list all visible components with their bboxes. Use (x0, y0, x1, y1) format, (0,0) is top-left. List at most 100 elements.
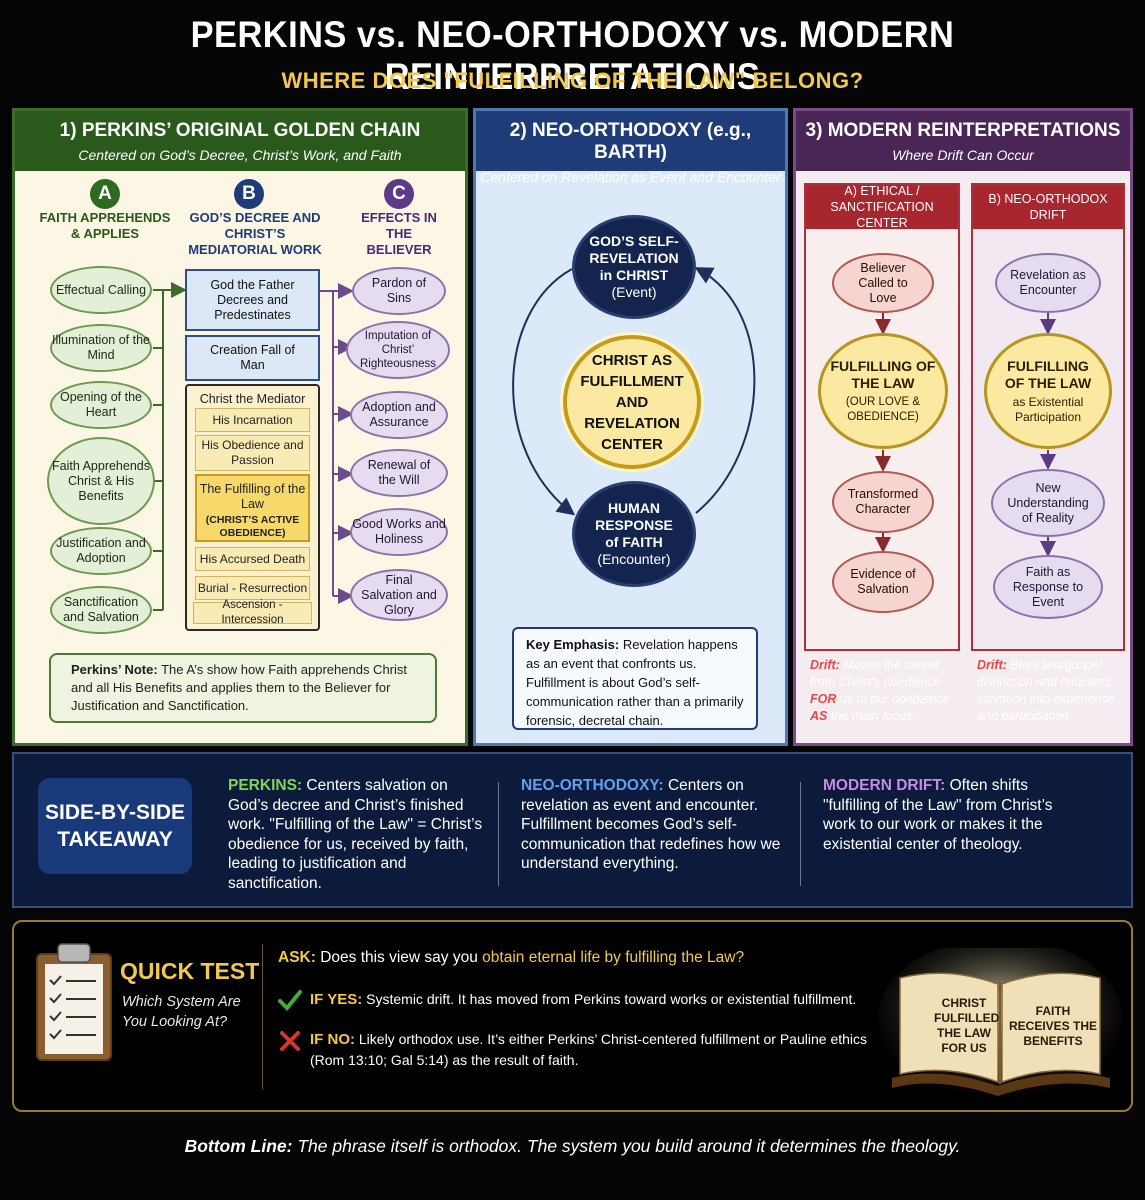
ask-lead: ASK: (278, 949, 316, 966)
bottom-line-text: The phrase itself is orthodox. The syste… (292, 1136, 961, 1156)
effect-item: Adoption and Assurance (350, 391, 448, 439)
neo-drift-fulfilling-sub: as Existential Participation (1012, 394, 1084, 424)
neo-drift-arrows (1040, 313, 1056, 557)
faith-step: Justification and Adoption (50, 527, 152, 575)
mediator-item: His Incarnation (195, 408, 310, 432)
book-left-text: CHRIST FULFILLED THE LAW FOR US (934, 996, 1000, 1055)
modern-title: 3) MODERN REINTERPRETATIONS (805, 120, 1121, 141)
self-revelation-sub: (Event) (611, 284, 657, 300)
perkins-header: 1) PERKINS’ ORIGINAL GOLDEN CHAIN Center… (15, 111, 465, 171)
key-emphasis-box: Key Emphasis: Revelation happens as an e… (512, 627, 758, 730)
ask-line: ASK: Does this view say you obtain etern… (278, 949, 918, 967)
perkins-connectors (153, 282, 354, 611)
takeaway-perkins: PERKINS: Centers salvation on God’s decr… (228, 776, 490, 893)
letter-b-badge: B (234, 179, 264, 209)
perkins-subtitle: Centered on God’s Decree, Christ’s Work,… (78, 147, 402, 163)
modern-header: 3) MODERN REINTERPRETATIONS Where Drift … (796, 111, 1130, 171)
effect-item: Final Salvation and Glory (350, 569, 448, 621)
ask-text: Does this view say you (315, 949, 483, 966)
drift-text: Blurs law/gospel distinction and relocat… (977, 658, 1115, 723)
ethical-step: Evidence of Salvation (832, 551, 934, 613)
mediator-title: Christ the Mediator (199, 392, 306, 406)
faith-step: Faith Apprehends Christ & His Benefits (47, 437, 155, 525)
human-response-circle: HUMAN RESPONSE of FAITH (Encounter) (572, 481, 696, 587)
modern-panel: 3) MODERN REINTERPRETATIONS Where Drift … (793, 108, 1133, 746)
perkins-note: Perkins’ Note: The A’s show how Faith ap… (49, 653, 437, 723)
drift-text: the main focus. (827, 709, 916, 723)
fulfilling-title: The Fulfilling of the Law (199, 482, 306, 511)
drift-as: AS (810, 709, 828, 723)
faith-step: Opening of the Heart (50, 381, 152, 429)
cross-icon (280, 1031, 300, 1051)
page-title: PERKINS vs. NEO-ORTHODOXY vs. MODERN REI… (190, 14, 955, 97)
clipboard-icon (36, 943, 112, 1061)
neo-drift-step: Revelation as Encounter (995, 253, 1101, 313)
key-emphasis-text: Revelation happens as an event that conf… (526, 637, 744, 728)
ethical-center-heading: A) ETHICAL / SANCTIFICATION CENTER (806, 184, 958, 230)
quick-test-title: QUICK TEST (120, 958, 260, 984)
human-response-sub: (Encounter) (597, 551, 671, 567)
divider (262, 944, 263, 1089)
key-emphasis-lead: Key Emphasis: (526, 637, 620, 652)
neo-orthodoxy-panel: 2) NEO-ORTHODOXY (e.g., BARTH) Centered … (473, 108, 788, 746)
neo-drift-fulfilling-circle: FULFILLING OF THE LAW as Existential Par… (984, 333, 1112, 449)
if-no-lead: IF NO: (310, 1031, 355, 1048)
letter-a-badge: A (90, 179, 120, 209)
takeaway-modern: MODERN DRIFT: Often shifts "fulfilling o… (823, 776, 1073, 854)
decree-box: God the Father Decrees and Predestinates (185, 269, 320, 331)
takeaway-neo-text: Centers on revelation as event and encou… (521, 777, 781, 872)
mediator-item: His Obedience and Passion (195, 435, 310, 471)
letter-c-badge: C (384, 179, 414, 209)
if-no-text: Likely orthodox use. It’s either Perkins… (310, 1031, 868, 1068)
page-subtitle: WHERE DOES "FULFILLING OF THE LAW" BELON… (281, 68, 864, 93)
takeaway-neo-lead: NEO-ORTHODOXY: (521, 777, 664, 794)
neo-drift-subpanel: B) NEO-ORTHODOX DRIFT Revelation as Enco… (971, 183, 1125, 651)
ethical-arrows (875, 313, 891, 553)
if-yes-line: IF YES: Systemic drift. It has moved fro… (310, 991, 910, 1008)
takeaway-perkins-lead: PERKINS: (228, 777, 303, 794)
if-yes-text: Systemic drift. It has moved from Perkin… (362, 991, 857, 1007)
takeaway-perkins-text: Centers salvation on God’s decree and Ch… (228, 777, 483, 892)
human-response-label: HUMAN RESPONSE of FAITH (595, 500, 673, 550)
perkins-title: 1) PERKINS’ ORIGINAL GOLDEN CHAIN (59, 120, 421, 141)
col-b-heading: GOD’S DECREE AND CHRIST’S MEDIATORIAL WO… (188, 210, 322, 257)
mediator-item: Ascension - Intercession (193, 599, 312, 626)
neo-subtitle: Centered on Revelation as Event and Enco… (480, 169, 781, 185)
open-book-icon: CHRIST FULFILLED THE LAW FOR US FAITH RE… (878, 948, 1122, 1100)
neo-header: 2) NEO-ORTHODOXY (e.g., BARTH) Centered … (476, 111, 785, 185)
quick-test-section: QUICK TEST Which System Are You Looking … (12, 920, 1133, 1112)
ask-highlight: obtain eternal life by fulfilling the La… (482, 949, 745, 966)
neo-drift-fulfilling-title: FULFILLING OF THE LAW (1004, 357, 1092, 391)
if-no-line: IF NO: Likely orthodox use. It’s either … (310, 1029, 900, 1070)
fulfilling-law-box: The Fulfilling of the Law (CHRIST’S ACTI… (195, 474, 310, 542)
divider (498, 782, 499, 886)
perkins-note-lead: Perkins’ Note: (71, 662, 158, 677)
modern-subtitle: Where Drift Can Occur (892, 147, 1034, 163)
fulfilling-sub: (CHRIST’S ACTIVE OBEDIENCE) (205, 514, 300, 539)
col-a-heading: FAITH APPREHENDS & APPLIES (39, 210, 171, 241)
effect-item: Pardon of Sins (352, 267, 446, 315)
faith-step: Sanctification and Salvation (50, 586, 152, 634)
side-by-side-takeaway: SIDE-BY-SIDE TAKEAWAY PERKINS: Centers s… (12, 752, 1133, 908)
effect-item: Good Works and Holiness (350, 508, 448, 556)
takeaway-modern-text: Often shifts "fulfilling of the Law" fro… (823, 777, 1053, 853)
self-revelation-label: GOD’S SELF-REVELATION in CHRIST (589, 233, 679, 283)
drift-lead: Drift: (810, 658, 840, 672)
ethical-fulfilling-title: FULFILLING OF THE LAW (830, 357, 936, 391)
bottom-line: Bottom Line: The phrase itself is orthod… (0, 1136, 1145, 1157)
mediator-item: Burial - Resurrection (195, 576, 310, 600)
ethical-drift-note: Drift: Moves the center from Christ’s ob… (810, 657, 960, 725)
effect-item: Renewal of the Will (350, 449, 448, 497)
christ-fulfillment-circle: CHRIST AS FULFILLMENT AND REVELATION CEN… (563, 335, 701, 469)
creation-box: Creation Fall of Man (185, 335, 320, 381)
neo-cycle-arrows (512, 267, 756, 516)
neo-drift-step: Faith as Response to Event (993, 555, 1103, 619)
neo-drift-step: New Understanding of Reality (991, 469, 1105, 537)
takeaway-modern-lead: MODERN DRIFT: (823, 777, 946, 794)
neo-title: 2) NEO-ORTHODOXY (e.g., BARTH) (509, 120, 752, 163)
takeaway-label: SIDE-BY-SIDE TAKEAWAY (38, 778, 192, 874)
ethical-fulfilling-sub: (OUR LOVE & OBEDIENCE) (845, 395, 921, 423)
perkins-panel: 1) PERKINS’ ORIGINAL GOLDEN CHAIN Center… (12, 108, 468, 746)
takeaway-neo: NEO-ORTHODOXY: Centers on revelation as … (521, 776, 789, 874)
neo-drift-heading: B) NEO-ORTHODOX DRIFT (973, 185, 1123, 229)
